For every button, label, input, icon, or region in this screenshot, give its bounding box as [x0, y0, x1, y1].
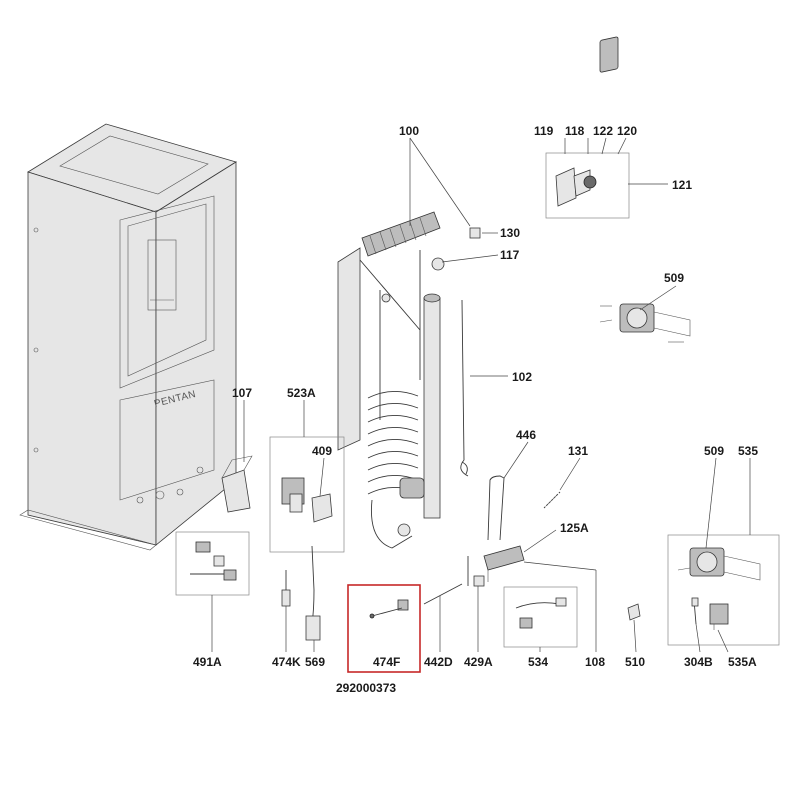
label-304B: 304B [684, 655, 713, 669]
leader-lines [211, 137, 751, 653]
label-569: 569 [305, 655, 325, 669]
label-117: 117 [500, 248, 520, 262]
label-122: 122 [593, 124, 613, 138]
part-131 [543, 491, 561, 509]
highlight-box-474F [347, 584, 421, 673]
part-446 [487, 475, 505, 541]
part-491A [190, 541, 237, 581]
label-523A: 523A [287, 386, 316, 400]
part-474K [281, 570, 291, 607]
part-474F [369, 599, 409, 619]
label-121: 121 [672, 178, 692, 192]
part-102 [460, 299, 469, 477]
part-510 [627, 603, 641, 621]
part-569 [305, 545, 321, 641]
label-118: 118 [565, 124, 585, 138]
group-box-491A [175, 531, 250, 596]
cooling-unit [337, 211, 445, 549]
part-509-lower [677, 547, 761, 581]
fridge-housing: PENTAN [19, 123, 237, 551]
label-509-upper: 509 [664, 271, 684, 285]
label-535: 535 [738, 444, 758, 458]
label-119: 119 [534, 124, 554, 138]
label-534: 534 [528, 655, 548, 669]
label-130: 130 [500, 226, 520, 240]
part-130 [469, 227, 481, 239]
label-474K: 474K [272, 655, 301, 669]
group-box-121 [545, 152, 630, 219]
part-523A [281, 477, 305, 513]
part-509-upper [599, 303, 691, 343]
label-474F: 474F [373, 655, 400, 669]
label-102: 102 [512, 370, 532, 384]
part-429A [467, 556, 485, 587]
label-510: 510 [625, 655, 645, 669]
label-125A: 125A [560, 521, 589, 535]
label-509-lower: 509 [704, 444, 724, 458]
label-409: 409 [312, 444, 332, 458]
label-446: 446 [516, 428, 536, 442]
label-100: 100 [399, 124, 419, 138]
label-107: 107 [232, 386, 252, 400]
label-442D: 442D [424, 655, 453, 669]
part-442D [423, 583, 463, 605]
label-429A: 429A [464, 655, 493, 669]
group-box-535 [667, 534, 780, 646]
part-107 [221, 455, 253, 513]
part-group-121 [555, 36, 619, 207]
part-labels: 100 119 118 122 120 121 130 117 509 102 … [193, 124, 758, 695]
label-120: 120 [617, 124, 637, 138]
label-491A: 491A [193, 655, 222, 669]
highlight-part-code: 292000373 [336, 681, 396, 695]
label-108: 108 [585, 655, 605, 669]
part-125A [483, 545, 525, 582]
part-304B [691, 597, 699, 625]
group-box-523A [269, 436, 345, 553]
label-535A: 535A [728, 655, 757, 669]
label-131: 131 [568, 444, 588, 458]
group-box-534 [503, 586, 578, 648]
part-534 [515, 597, 567, 629]
part-535A [709, 603, 729, 630]
part-409 [311, 493, 333, 523]
